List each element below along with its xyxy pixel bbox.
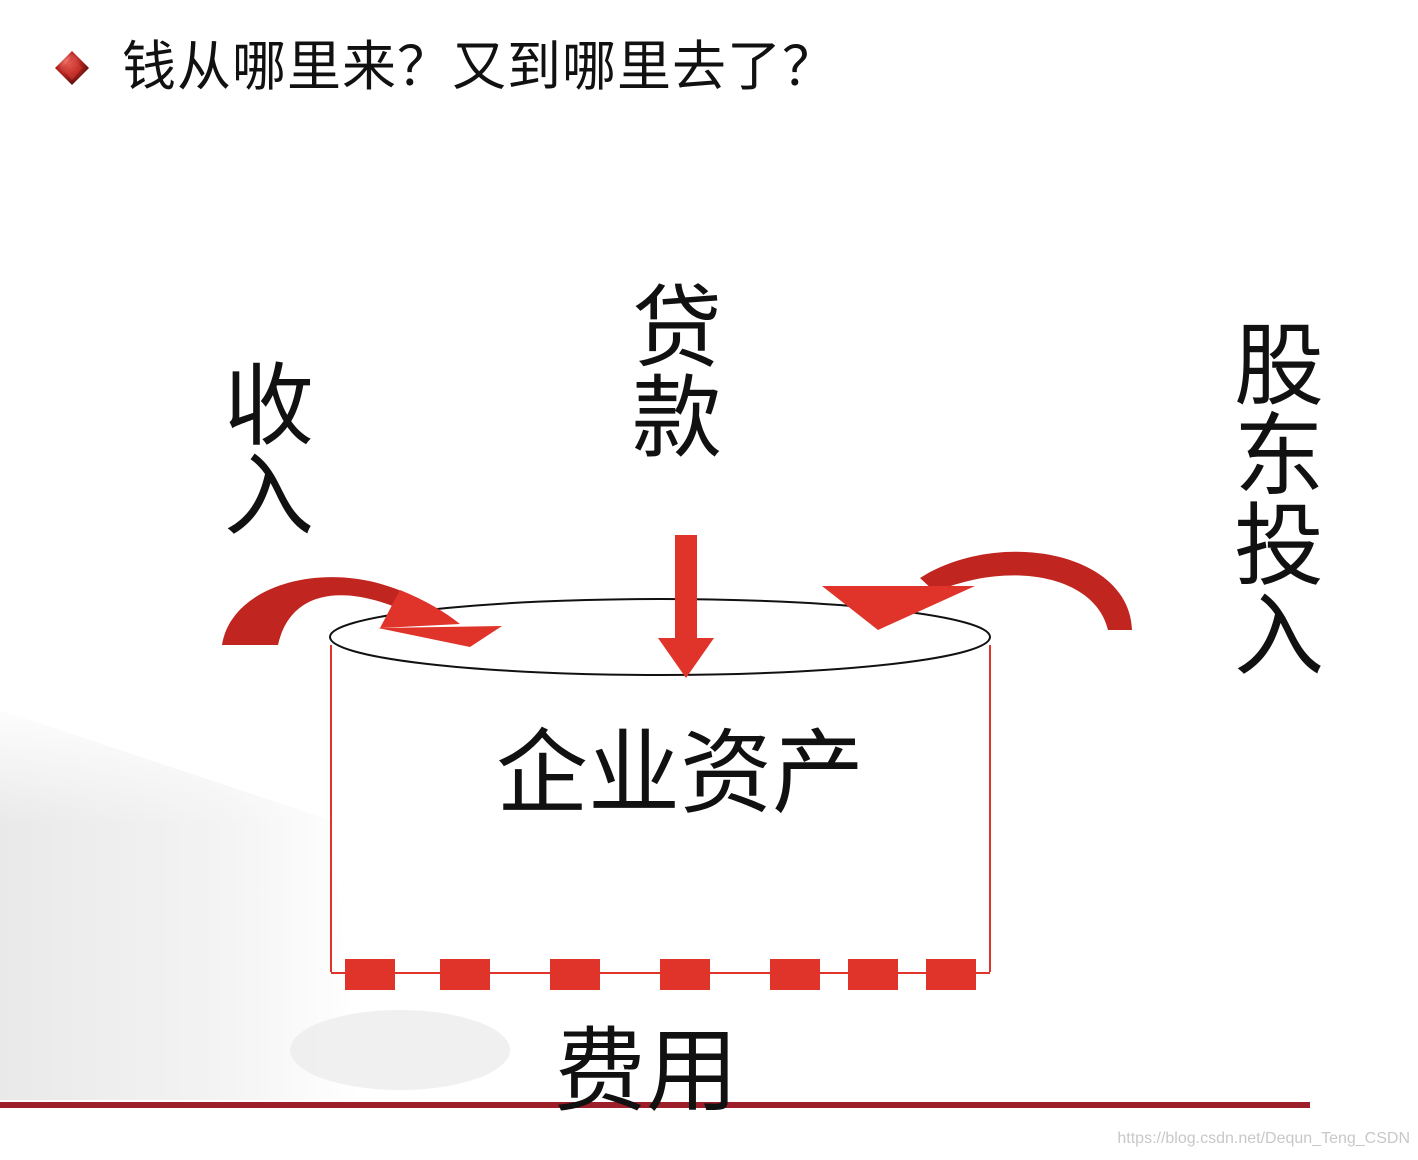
bottom-rule	[0, 1102, 1310, 1108]
page-title: 钱从哪里来？又到哪里去了？	[122, 35, 837, 98]
shareholder-arrow-icon	[822, 551, 1132, 630]
watermark-url: https://blog.csdn.net/Dequn_Teng_CSDN	[1117, 1130, 1410, 1147]
dash-block	[440, 959, 490, 990]
red-gem-bullet-icon	[55, 51, 89, 85]
loan-arrow-icon	[658, 535, 714, 678]
enterprise-assets-label: 企业资产	[496, 720, 865, 827]
expenses-label: 费用	[554, 1018, 739, 1125]
shareholder-investment-label: 股东投入	[1218, 318, 1323, 678]
income-label: 收入	[208, 358, 313, 538]
dash-block	[550, 959, 600, 990]
dash-block	[345, 959, 395, 990]
income-arrow-icon	[222, 577, 502, 647]
dash-block	[660, 959, 710, 990]
dash-block	[770, 959, 820, 990]
expense-dash-blocks	[345, 959, 976, 990]
dash-block	[848, 959, 898, 990]
dash-block	[926, 959, 976, 990]
cylinder-top-ellipse	[329, 598, 991, 676]
loan-label: 贷款	[616, 280, 721, 460]
